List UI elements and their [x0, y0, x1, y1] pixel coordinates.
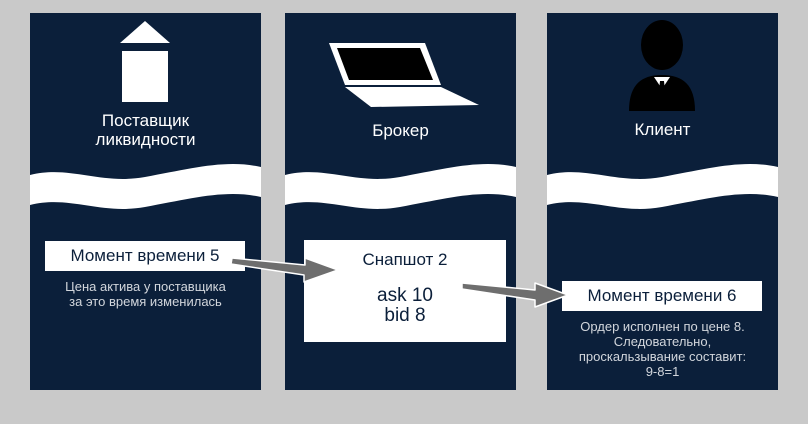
moment-label: Момент времени 6 [587, 286, 737, 305]
person-silhouette-icon [629, 20, 695, 111]
execution-note: Ордер исполнен по цене 8. Следовательно,… [578, 319, 747, 379]
wave-decoration [547, 164, 778, 209]
panel-title: Брокер [372, 121, 429, 140]
house-arrow-icon [120, 21, 170, 102]
moment-label: Момент времени 5 [70, 246, 220, 265]
bid-value: bid 8 [384, 305, 426, 326]
price-change-note: Цена актива у поставщика за это время из… [65, 279, 226, 309]
broker-panel: Брокер Снапшот 2 ask 10 bid 8 [285, 13, 516, 390]
client-panel: Клиент Момент времени 6 Ордер исполнен п… [547, 13, 778, 390]
moment-label-box: Момент времени 6 [562, 281, 762, 311]
wave-decoration [285, 164, 516, 209]
wave-decoration [30, 164, 261, 209]
panel-title: Поставщик ликвидности [95, 111, 196, 149]
ask-value: ask 10 [377, 285, 433, 306]
snapshot-box: Снапшот 2 ask 10 bid 8 [304, 240, 506, 342]
liquidity-provider-panel: Поставщик ликвидности Момент времени 5 Ц… [30, 13, 261, 390]
panel-title: Клиент [634, 120, 691, 139]
moment-label-box: Момент времени 5 [45, 241, 245, 271]
snapshot-title: Снапшот 2 [362, 250, 448, 269]
laptop-icon [329, 43, 479, 107]
